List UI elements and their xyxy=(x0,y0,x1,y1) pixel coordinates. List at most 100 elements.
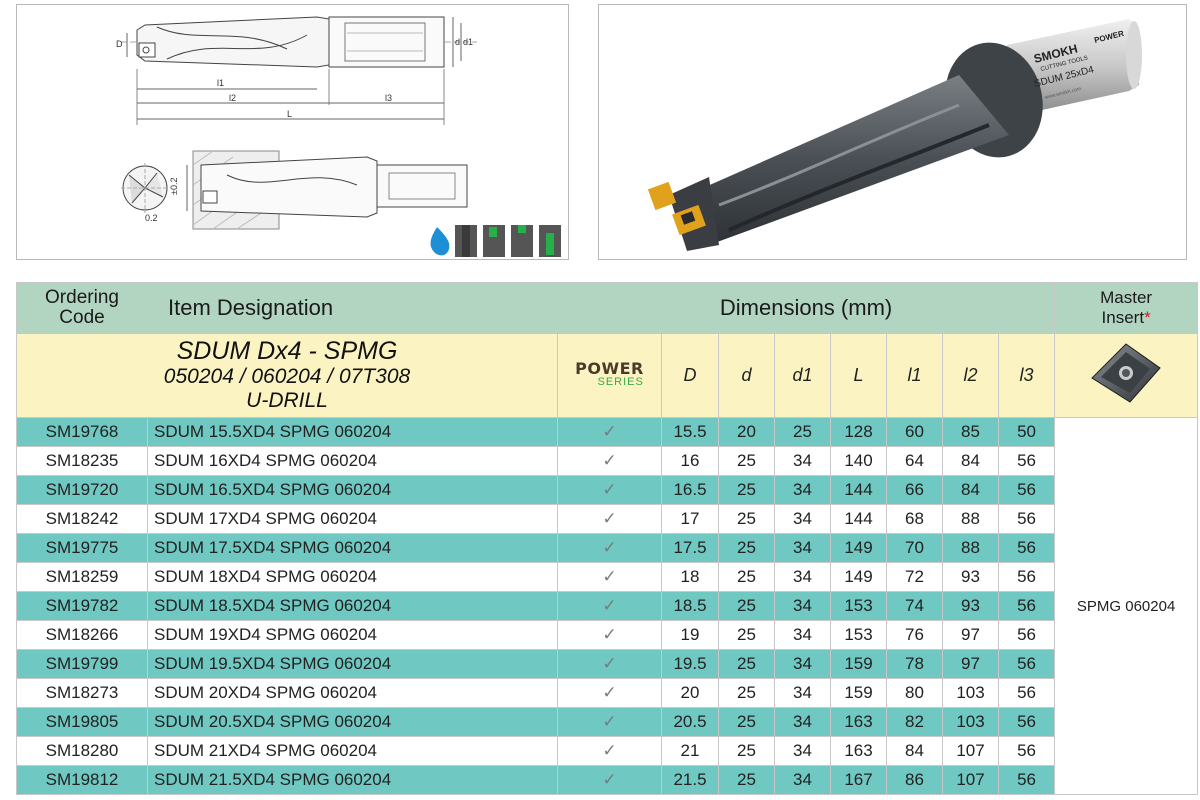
dim-D-cell: 19 xyxy=(661,620,719,650)
dim-d1-cell: 34 xyxy=(774,446,831,476)
dim-l3-cell: 56 xyxy=(997,765,1056,795)
dim-l1-cell: 66 xyxy=(886,475,943,505)
dim-l3-cell: 56 xyxy=(997,649,1056,679)
dim-L-cell: 159 xyxy=(830,649,887,679)
dim-d1-cell: 34 xyxy=(774,562,831,592)
dim-header-d1: d1 xyxy=(774,333,831,418)
master-insert-value: SPMG 060204 xyxy=(1054,417,1199,795)
dim-L-cell: 163 xyxy=(830,707,887,737)
dim-l2-cell: 103 xyxy=(942,678,999,708)
dim-l2-cell: 85 xyxy=(942,417,999,447)
dim-l3-cell: 56 xyxy=(997,475,1056,505)
dim-d1-cell: 34 xyxy=(774,707,831,737)
dim-l3-cell: 56 xyxy=(997,707,1056,737)
dim-D-cell: 16.5 xyxy=(661,475,719,505)
table-subheader-row: SDUM Dx4 - SPMG 050204 / 060204 / 07T308… xyxy=(16,333,1199,418)
dim-d1-cell: 34 xyxy=(774,765,831,795)
item-designation-cell: SDUM 20XD4 SPMG 060204 xyxy=(147,678,558,708)
item-designation-cell: SDUM 19.5XD4 SPMG 060204 xyxy=(147,649,558,679)
dim-header-L: L xyxy=(830,333,887,418)
ordering-code-cell: SM19720 xyxy=(16,475,148,505)
dim-L-cell: 149 xyxy=(830,562,887,592)
master-insert-image xyxy=(1054,333,1199,418)
dim-l3-cell: 56 xyxy=(997,446,1056,476)
dim-l2-cell: 88 xyxy=(942,533,999,563)
dim-l1-cell: 84 xyxy=(886,736,943,766)
ordering-code-cell: SM18242 xyxy=(16,504,148,534)
dim-label-tol2: 0.2 xyxy=(145,213,158,223)
item-designation-cell: SDUM 21.5XD4 SPMG 060204 xyxy=(147,765,558,795)
dim-d-cell: 25 xyxy=(718,562,775,592)
dim-D-cell: 18 xyxy=(661,562,719,592)
dim-d-cell: 25 xyxy=(718,649,775,679)
hole-type-icon-3 xyxy=(511,225,533,257)
item-designation-cell: SDUM 21XD4 SPMG 060204 xyxy=(147,736,558,766)
dim-l2-cell: 97 xyxy=(942,620,999,650)
dim-d-cell: 25 xyxy=(718,591,775,621)
item-designation-cell: SDUM 20.5XD4 SPMG 060204 xyxy=(147,707,558,737)
item-designation-cell: SDUM 19XD4 SPMG 060204 xyxy=(147,620,558,650)
dim-L-cell: 153 xyxy=(830,591,887,621)
dim-l2-cell: 107 xyxy=(942,765,999,795)
dim-label-l3: l3 xyxy=(385,93,392,103)
dim-L-cell: 140 xyxy=(830,446,887,476)
ordering-code-cell: SM18235 xyxy=(16,446,148,476)
power-check-icon: ✓ xyxy=(557,562,662,592)
dim-l2-cell: 93 xyxy=(942,562,999,592)
item-designation-cell: SDUM 16XD4 SPMG 060204 xyxy=(147,446,558,476)
hole-type-icon-4 xyxy=(539,225,561,257)
dim-label-L: L xyxy=(287,109,292,119)
dim-l1-cell: 72 xyxy=(886,562,943,592)
dim-l1-cell: 68 xyxy=(886,504,943,534)
ordering-code-cell: SM18280 xyxy=(16,736,148,766)
dim-d1-cell: 34 xyxy=(774,475,831,505)
dim-L-cell: 153 xyxy=(830,620,887,650)
ordering-code-cell: SM18266 xyxy=(16,620,148,650)
dim-d-cell: 25 xyxy=(718,475,775,505)
dim-label-d: d xyxy=(455,37,460,47)
dim-D-cell: 20 xyxy=(661,678,719,708)
dim-l1-cell: 80 xyxy=(886,678,943,708)
dim-D-cell: 17 xyxy=(661,504,719,534)
power-check-icon: ✓ xyxy=(557,620,662,650)
item-designation-cell: SDUM 17.5XD4 SPMG 060204 xyxy=(147,533,558,563)
dim-d1-cell: 34 xyxy=(774,678,831,708)
ordering-code-cell: SM19768 xyxy=(16,417,148,447)
ordering-code-cell: SM19782 xyxy=(16,591,148,621)
dim-l2-cell: 84 xyxy=(942,446,999,476)
drill-photo: SMOKH CUTTING TOOLS SDUM 25xD4 POWER www… xyxy=(647,19,1142,251)
dim-D-cell: 19.5 xyxy=(661,649,719,679)
power-check-icon: ✓ xyxy=(557,533,662,563)
dim-L-cell: 149 xyxy=(830,533,887,563)
dim-d1-cell: 34 xyxy=(774,504,831,534)
dim-d-cell: 25 xyxy=(718,678,775,708)
power-check-icon: ✓ xyxy=(557,417,662,447)
dim-l3-cell: 56 xyxy=(997,562,1056,592)
dim-l1-cell: 76 xyxy=(886,620,943,650)
item-designation-cell: SDUM 18.5XD4 SPMG 060204 xyxy=(147,591,558,621)
dim-d-cell: 25 xyxy=(718,736,775,766)
dim-l1-cell: 64 xyxy=(886,446,943,476)
dim-l2-cell: 88 xyxy=(942,504,999,534)
dim-l3-cell: 50 xyxy=(997,417,1056,447)
dim-l3-cell: 56 xyxy=(997,504,1056,534)
dim-d-cell: 20 xyxy=(718,417,775,447)
dim-l3-cell: 56 xyxy=(997,620,1056,650)
ordering-code-cell: SM19799 xyxy=(16,649,148,679)
dim-l3-cell: 56 xyxy=(997,533,1056,563)
dim-D-cell: 18.5 xyxy=(661,591,719,621)
dim-d1-cell: 34 xyxy=(774,591,831,621)
dim-d-cell: 25 xyxy=(718,533,775,563)
dim-d1-cell: 25 xyxy=(774,417,831,447)
dim-d1-cell: 34 xyxy=(774,620,831,650)
item-designation-cell: SDUM 18XD4 SPMG 060204 xyxy=(147,562,558,592)
dim-d-cell: 25 xyxy=(718,620,775,650)
